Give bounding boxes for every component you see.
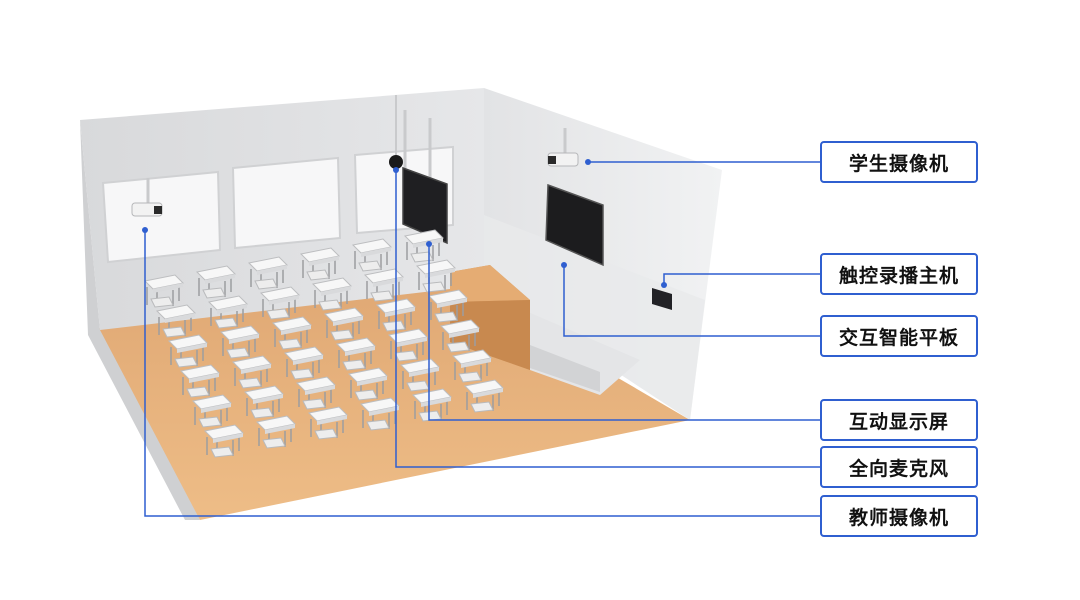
- student-desk: [231, 355, 273, 389]
- student-desk: [207, 295, 249, 329]
- student-desk: [463, 379, 505, 413]
- student-desk: [195, 265, 237, 299]
- callout-lines: [144, 161, 820, 517]
- student-desk: [243, 385, 285, 419]
- student-desk: [299, 247, 341, 281]
- label-interactive-display: 互动显示屏: [820, 399, 978, 441]
- label-interactive-tablet: 交互智能平板: [820, 315, 978, 357]
- student-desk: [427, 289, 469, 323]
- label-student-camera: 学生摄像机: [820, 141, 978, 183]
- recorder-host: [652, 288, 672, 310]
- student-desk: [335, 337, 377, 371]
- student-desk: [259, 286, 301, 320]
- student-desk: [255, 415, 297, 449]
- student-desk: [311, 277, 353, 311]
- student-desk: [247, 256, 289, 290]
- student-desk: [167, 334, 209, 368]
- callout-dots: [142, 159, 667, 288]
- label-touch-recorder: 触控录播主机: [820, 253, 978, 295]
- student-desk: [351, 238, 393, 272]
- student-desk: [143, 274, 185, 308]
- smart-tablet: [545, 183, 604, 267]
- microphone-ball: [389, 155, 403, 169]
- student-desk: [191, 394, 233, 428]
- student-desk: [283, 346, 325, 380]
- student-desk: [387, 328, 429, 362]
- student-desk: [307, 406, 349, 440]
- student-desk: [219, 325, 261, 359]
- right-wall-panel: [484, 215, 705, 420]
- student-desk: [295, 376, 337, 410]
- student-desk: [271, 316, 313, 350]
- hanging-display: [402, 166, 448, 245]
- student-desk: [363, 268, 405, 302]
- desk-grid: [143, 229, 505, 458]
- student-desk: [451, 349, 493, 383]
- student-desk: [179, 364, 221, 398]
- student-desk: [155, 304, 197, 338]
- student-desk: [323, 307, 365, 341]
- podium: [450, 265, 640, 395]
- student-desk: [359, 397, 401, 431]
- student-desk: [439, 319, 481, 353]
- label-omni-microphone: 全向麦克风: [820, 446, 978, 488]
- student-desk: [347, 367, 389, 401]
- label-teacher-camera: 教师摄像机: [820, 495, 978, 537]
- student-desk: [203, 424, 245, 458]
